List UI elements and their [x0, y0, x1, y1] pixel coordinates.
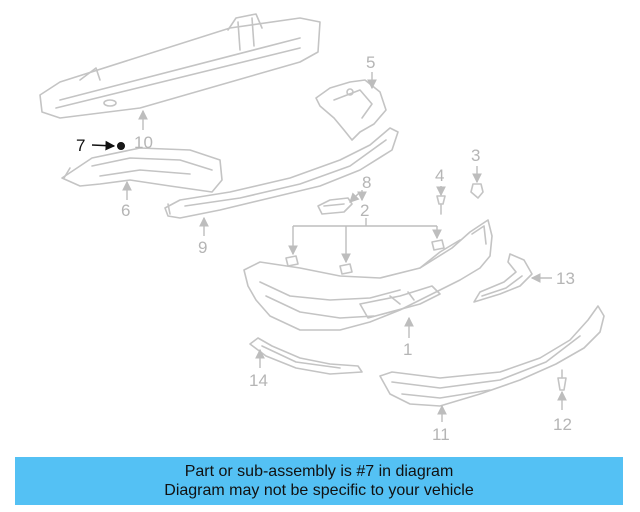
part-12-pin — [557, 369, 567, 391]
part-9-upper-absorber — [164, 127, 399, 219]
callout-8: 8 — [362, 173, 371, 192]
callout-5: 5 — [366, 53, 375, 72]
callout-6: 6 — [121, 201, 130, 220]
part-1-bumper-cover — [243, 219, 493, 331]
part-6-absorber — [61, 147, 223, 193]
part-5-bracket — [315, 79, 387, 141]
parts-diagram: 10 5 7 6 8 2 9 4 3 13 1 14 11 12 — [39, 13, 605, 444]
part-8-clip — [317, 197, 353, 215]
callout-13: 13 — [556, 269, 575, 288]
leader-lines — [91, 72, 567, 422]
callout-14: 14 — [249, 371, 268, 390]
callout-1: 1 — [403, 340, 412, 359]
info-banner: Part or sub-assembly is #7 in diagram Di… — [15, 457, 623, 505]
callout-10: 10 — [134, 133, 153, 152]
callout-9: 9 — [198, 238, 207, 257]
part-3-nut — [470, 183, 484, 199]
callout-12: 12 — [553, 415, 572, 434]
callout-4: 4 — [435, 166, 444, 185]
callout-11: 11 — [432, 425, 450, 444]
part-13-molding — [473, 253, 533, 303]
part-11-valance — [379, 305, 605, 407]
part-4-screw — [436, 195, 446, 215]
part-2-clips — [285, 239, 445, 275]
part-7-fastener — [117, 142, 125, 150]
part-14-molding — [249, 337, 363, 375]
banner-line-1: Part or sub-assembly is #7 in diagram — [184, 463, 454, 480]
part-10-impact-bar — [39, 13, 321, 119]
banner-line-2: Diagram may not be specific to your vehi… — [164, 482, 474, 499]
callout-7: 7 — [76, 136, 85, 155]
callout-2: 2 — [360, 201, 369, 220]
callout-3: 3 — [471, 146, 480, 165]
